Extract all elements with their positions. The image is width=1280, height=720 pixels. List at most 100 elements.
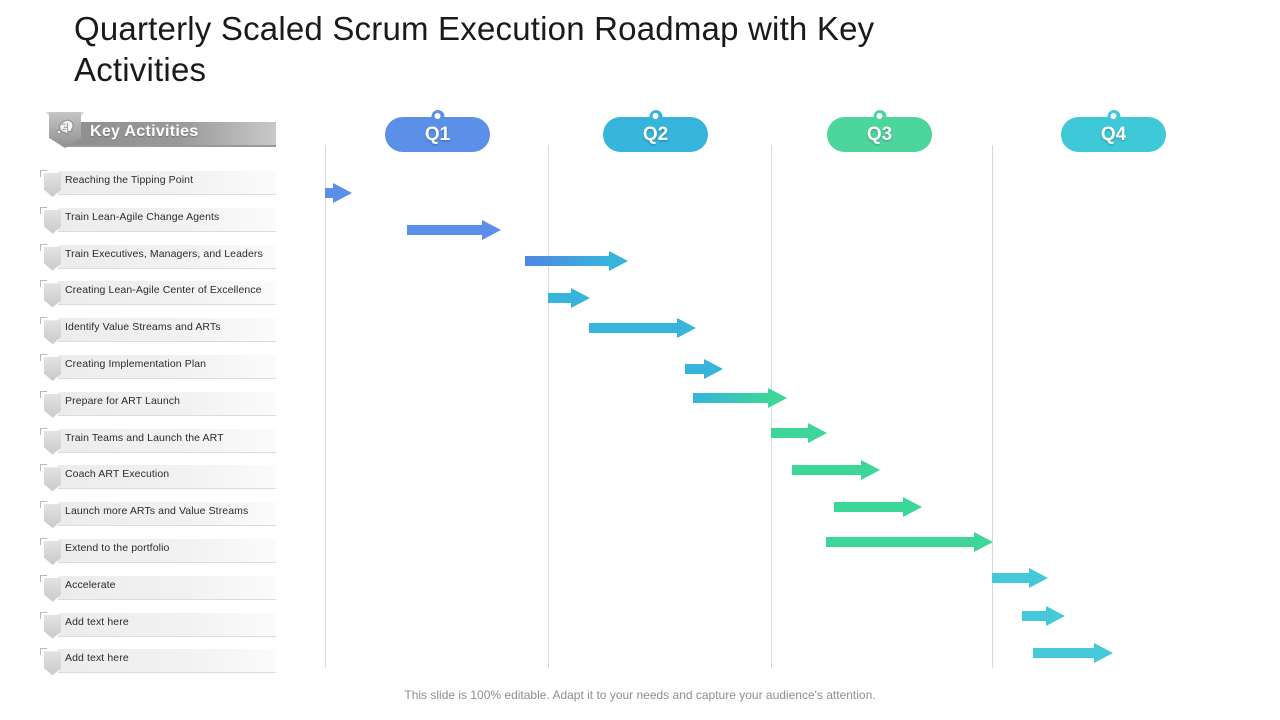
activity-underline [58,194,276,195]
gridline-1 [325,145,326,668]
timeline-arrow-bar[interactable] [771,423,827,443]
activity-corner-tick [40,390,47,398]
timeline-arrow-bar[interactable] [525,251,628,271]
activity-bullet-icon [44,283,61,308]
activity-row[interactable]: Train Lean-Agile Change Agents [40,206,280,244]
footer-note: This slide is 100% editable. Adapt it to… [404,688,876,702]
activity-underline [58,525,276,527]
activity-row[interactable]: Train Teams and Launch the ART [40,427,280,465]
activity-row[interactable]: Identify Value Streams and ARTs [40,317,280,354]
activity-corner-tick [40,243,47,251]
activity-underline [58,561,276,563]
activity-label: Train Executives, Managers, and Leaders [65,247,263,260]
activity-underline [58,635,276,637]
quarter-pill-label: Q1 [424,123,451,145]
activity-row[interactable]: Prepare for ART Launch [40,390,280,428]
timeline-arrow-bar[interactable] [1033,643,1113,663]
activity-label: Identify Value Streams and ARTs [65,321,221,334]
quarter-pill-label: Q2 [642,123,669,145]
activity-bar [58,171,276,194]
arrow-body [548,293,572,303]
quarter-pill-label: Q4 [1100,123,1127,145]
activity-label: Creating Implementation Plan [65,357,207,370]
timeline-arrow-bar[interactable] [826,532,993,552]
activity-corner-tick [40,170,47,177]
activity-bullet-icon [44,173,61,197]
activity-label: Add text here [65,615,129,628]
activity-bar [58,244,276,268]
arrow-body [992,573,1030,583]
activity-underline [58,267,276,269]
activity-row[interactable]: Creating Lean-Agile Center of Excellence [40,280,280,317]
timeline-arrow-bar[interactable] [589,318,696,338]
timeline-arrow-bar[interactable] [548,288,590,308]
activity-row[interactable]: Extend to the portfolio [40,537,280,575]
activity-bullet-icon [44,540,61,565]
timeline-arrow-bar[interactable] [1022,606,1065,626]
arrow-body [589,323,678,333]
timeline-arrow-bar[interactable] [325,183,352,203]
arrow-body [792,465,862,475]
key-activities-badge [46,112,84,157]
activity-bar [58,649,276,673]
activity-row[interactable]: Creating Implementation Plan [40,353,280,391]
activity-row[interactable]: Train Executives, Managers, and Leaders [40,243,280,281]
activity-bullet-icon [44,209,61,234]
arrow-head-icon [571,288,590,308]
timeline-arrow-bar[interactable] [834,497,922,517]
arrow-head-icon [677,318,696,338]
quarter-pill-notch [1107,110,1120,123]
activity-row[interactable]: Launch more ARTs and Value Streams [40,501,280,538]
arrow-head-icon [609,251,628,271]
quarter-pill-q1[interactable]: Q1 [385,110,490,152]
arrow-body [771,428,809,438]
timeline-arrow-bar[interactable] [685,359,723,379]
timeline-arrow-bar[interactable] [992,568,1048,588]
activity-bullet-icon [44,614,61,639]
activity-label: Launch more ARTs and Value Streams [65,505,249,518]
activity-underline [58,598,276,600]
activity-label: Reaching the Tipping Point [65,174,194,186]
quarter-pill-q4[interactable]: Q4 [1061,110,1166,152]
key-activities-banner-underline [66,145,276,147]
activity-bar [58,502,276,526]
activity-row[interactable]: Reaching the Tipping Point [40,170,280,207]
activity-row[interactable]: Add text here [40,648,280,685]
activity-bullet-icon [44,467,61,492]
activity-underline [58,341,276,343]
arrow-head-icon [1046,606,1065,626]
arrow-body [525,256,610,266]
gridline-2 [548,145,549,668]
timeline-arrow-bar[interactable] [407,220,501,240]
activity-bar [58,318,276,342]
activity-label: Add text here [65,652,129,665]
timeline-arrow-bar[interactable] [792,460,880,480]
brain-head-icon [56,119,74,136]
activity-label: Train Teams and Launch the ART [65,431,224,444]
activity-bar [58,207,276,231]
quarter-pill-q2[interactable]: Q2 [603,110,708,152]
activity-label: Accelerate [65,578,116,591]
activity-label: Prepare for ART Launch [65,394,181,407]
arrow-head-icon [482,220,501,240]
arrow-body [1022,611,1047,621]
activity-corner-tick [40,280,47,288]
activity-bar [58,575,276,599]
activity-row[interactable]: Accelerate [40,574,280,612]
activity-corner-tick [40,317,47,325]
activity-row[interactable]: Add text here [40,611,280,649]
quarter-pill-q3[interactable]: Q3 [827,110,932,152]
activity-label: Extend to the portfolio [65,541,170,554]
arrow-body [826,537,975,547]
activity-bar [58,354,276,378]
key-activities-header: Key Activities [46,112,276,148]
activity-label: Coach ART Execution [65,468,170,481]
activity-bar [58,391,276,415]
activity-row[interactable]: Coach ART Execution [40,464,280,501]
quarter-pill-notch [649,110,662,123]
arrow-head-icon [704,359,723,379]
timeline-arrow-bar[interactable] [693,388,787,408]
activity-underline [58,672,276,674]
arrow-head-icon [974,532,993,552]
